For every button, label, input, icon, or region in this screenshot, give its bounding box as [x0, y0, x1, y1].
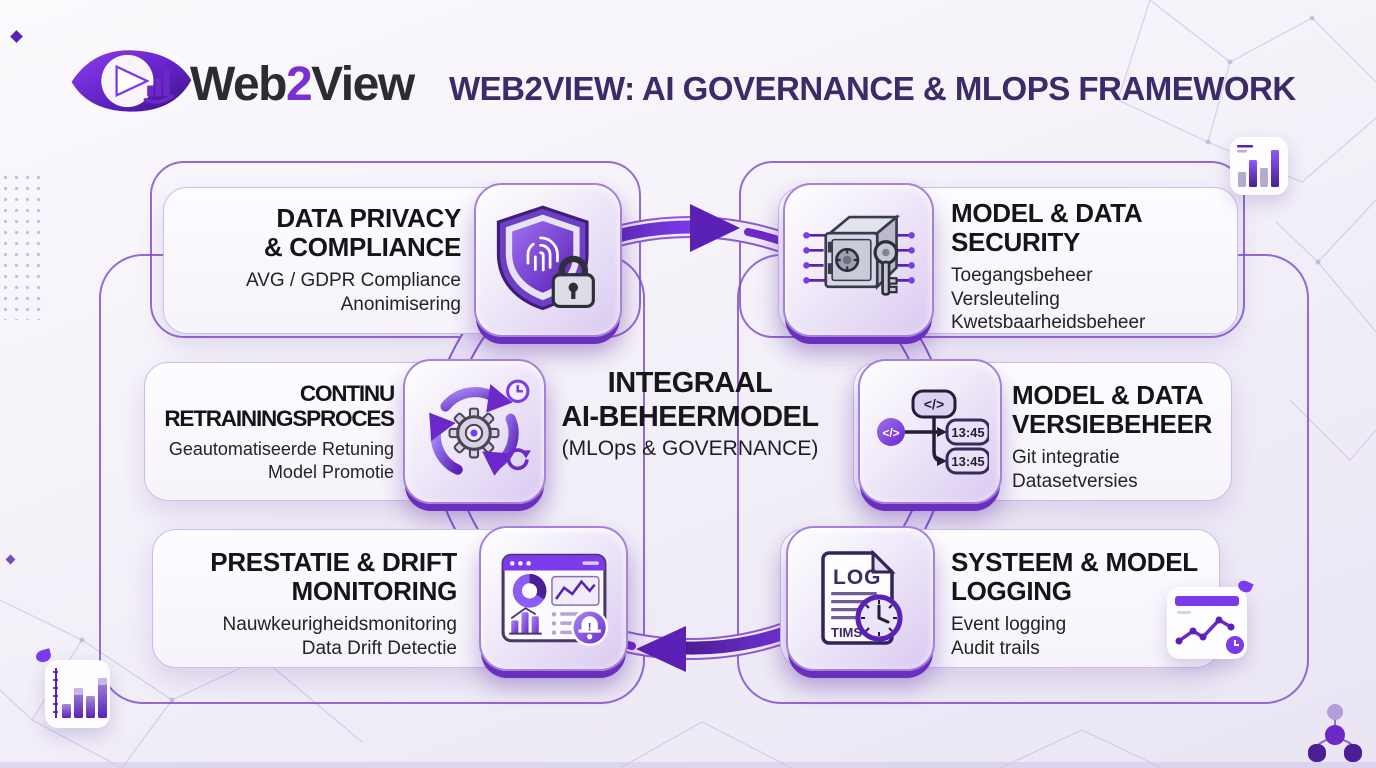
card-title: LOGGING [951, 576, 1072, 607]
card-title: PRESTATIE & DRIFT [210, 547, 457, 577]
svg-text:13:45: 13:45 [951, 425, 984, 440]
card-versiebeheer: </> </> 13:45 13:45 MODEL & DATA VERSIEB… [853, 359, 1232, 504]
card-model-data-security: MODEL & DATA SECURITY Toegangsbeheer Ver… [778, 183, 1238, 337]
brand-wordmark: Web2View [190, 57, 415, 112]
brand-view: View [311, 58, 415, 111]
card-data-privacy: DATA PRIVACY & COMPLIANCE AVG / GDPR Com… [163, 183, 622, 337]
svg-text:TIMS: TIMS [831, 625, 862, 640]
page-title: WEB2VIEW: AI GOVERNANCE & MLOPS FRAMEWOR… [449, 70, 1296, 107]
version-tree-icon: </> </> 13:45 13:45 [858, 359, 1002, 504]
vault-key-circuit-icon [783, 183, 934, 337]
halftone-dots-decoration [0, 172, 44, 320]
card-subtitle: Toegangsbeheer Versleuteling Kwetsbaarhe… [951, 265, 1146, 334]
brand-web: Web [190, 58, 287, 111]
center-line-2: AI-BEHEERMODEL [561, 400, 819, 433]
center-label: INTEGRAAL AI-BEHEERMODEL (MLOps & GOVERN… [540, 367, 840, 461]
shield-fingerprint-lock-icon [474, 183, 622, 337]
log-document-clock-icon: LOG TIMS [786, 526, 935, 671]
svg-text:</>: </> [924, 396, 944, 412]
card-logging: LOG TIMS SYSTEEM & MODEL LOGGING Event [780, 526, 1220, 671]
bar-chart-widget [45, 660, 110, 728]
svg-text:LOG: LOG [833, 566, 882, 589]
arrow-right-icon [690, 204, 740, 252]
card-title: SYSTEEM & MODEL [951, 547, 1198, 577]
line-chart-widget [1167, 587, 1247, 659]
card-title: & COMPLIANCE [263, 232, 461, 263]
monitoring-dashboard-bell-icon: ! [479, 526, 628, 671]
card-subtitle: Git integratie Datasetversies [1012, 447, 1138, 492]
web2view-eye-logo [71, 50, 192, 112]
center-line-3: (MLOps & GOVERNANCE) [561, 437, 819, 461]
bars-icon [147, 69, 170, 97]
play-icon [115, 64, 150, 98]
svg-text:!: ! [587, 621, 591, 633]
card-title: VERSIEBEHEER [1012, 409, 1213, 440]
card-title: RETRAININGSPROCES [164, 406, 395, 432]
bar-chart-widget [1230, 137, 1288, 195]
card-title: MONITORING [291, 576, 457, 607]
brand-two: 2 [285, 58, 313, 111]
card-subtitle: Geautomatiseerde Retuning Model Promotie [168, 439, 394, 482]
center-line-1: INTEGRAAL [607, 367, 773, 399]
svg-text:13:45: 13:45 [951, 454, 984, 469]
card-title: DATA PRIVACY [276, 203, 461, 233]
hierarchy-network-icon [1308, 704, 1362, 762]
card-title: MODEL & DATA [1012, 380, 1204, 410]
refresh-icon [506, 447, 529, 470]
retraining-cycle-icon [403, 359, 546, 504]
card-retrainingsproces: CONTINU RETRAININGSPROCES Geautomatiseer… [144, 359, 546, 504]
card-subtitle: Nauwkeurigheidsmonitoring Data Drift Det… [222, 614, 457, 659]
group-outline-top-left [150, 161, 641, 338]
card-subtitle: Event logging Audit trails [951, 614, 1067, 659]
card-subtitle: AVG / GDPR Compliance Anonimisering [245, 270, 461, 315]
card-monitoring: PRESTATIE & DRIFT MONITORING Nauwkeurigh… [152, 526, 628, 671]
card-title: MODEL & DATA [951, 198, 1143, 228]
arrow-left-icon [636, 626, 686, 672]
svg-text:</>: </> [882, 426, 899, 440]
group-outline-top-right [739, 161, 1245, 338]
card-title: CONTINU [299, 381, 395, 406]
bottom-strip-decoration [0, 762, 1376, 768]
card-title: SECURITY [951, 227, 1081, 258]
